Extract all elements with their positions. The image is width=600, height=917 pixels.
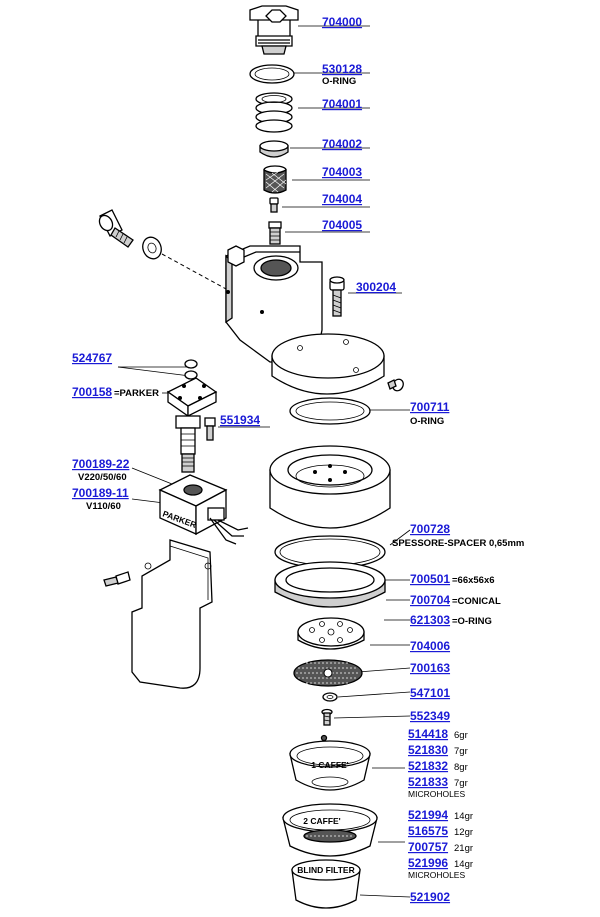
note-700501: =66x56x6 — [452, 575, 495, 586]
part-700189-coil: PARKER — [158, 474, 249, 545]
double-basket-label: 2 CAFFE' — [303, 816, 340, 826]
note-700704: =CONICAL — [452, 596, 501, 607]
link-530128[interactable]: 530128 — [322, 62, 362, 76]
sub-521996: MICROHOLES — [408, 870, 465, 880]
link-521832[interactable]: 521832 — [408, 759, 448, 773]
single-basket-label: 1 CAFFE' — [311, 760, 348, 770]
link-621303[interactable]: 621303 — [410, 613, 450, 627]
note-700728: SPESSORE-SPACER 0,65mm — [392, 538, 524, 549]
part-704001-spring — [255, 92, 293, 133]
assembly-axis-line — [161, 253, 229, 291]
link-514418[interactable]: 514418 — [408, 727, 448, 741]
side-bolt — [98, 209, 134, 248]
blind-filter: BLIND FILTER — [291, 859, 361, 909]
link-300204[interactable]: 300204 — [356, 280, 396, 294]
link-704002[interactable]: 704002 — [322, 137, 362, 151]
note-621303: =O-RING — [452, 616, 492, 627]
link-704006[interactable]: 704006 — [410, 639, 450, 653]
link-704004[interactable]: 704004 — [322, 192, 362, 206]
note-516575: 12gr — [454, 827, 473, 838]
link-521996[interactable]: 521996 — [408, 856, 448, 870]
note-521994: 14gr — [454, 811, 473, 822]
link-547101[interactable]: 547101 — [410, 686, 450, 700]
link-700757[interactable]: 700757 — [408, 840, 448, 854]
flange-plate — [271, 333, 385, 395]
part-704004-pin — [269, 197, 279, 213]
part-704003-mesh — [263, 165, 287, 194]
part-704002-cap — [259, 140, 289, 158]
distribution-block — [269, 445, 391, 529]
link-524767[interactable]: 524767 — [72, 351, 112, 365]
part-700711-o-ring — [289, 397, 371, 425]
note-521832: 8gr — [454, 762, 468, 773]
link-521994[interactable]: 521994 — [408, 808, 448, 822]
note-514418: 6gr — [454, 730, 468, 741]
part-704005-nipple — [268, 221, 282, 245]
note-700158: =PARKER — [114, 388, 159, 399]
note-700711: O-RING — [410, 416, 444, 427]
note-530128: O-RING — [322, 76, 356, 87]
note-700189-22: V220/50/60 — [78, 472, 127, 483]
link-521902[interactable]: 521902 — [410, 890, 450, 904]
note-700189-11: V110/60 — [86, 501, 121, 512]
part-524767-o-rings — [184, 359, 198, 380]
cover-plate — [103, 539, 213, 689]
link-700704[interactable]: 700704 — [410, 593, 450, 607]
part-551934-screw — [204, 417, 216, 441]
note-521833: 7gr — [454, 778, 468, 789]
link-516575[interactable]: 516575 — [408, 824, 448, 838]
side-washer — [142, 236, 162, 260]
filter-basket-double: 2 CAFFE' — [282, 803, 378, 857]
part-number-labels: 704000 530128 O-RING 704001 704002 70400… — [72, 15, 524, 904]
flange-screw — [387, 378, 404, 392]
note-700757: 21gr — [454, 843, 473, 854]
link-521830[interactable]: 521830 — [408, 743, 448, 757]
link-704005[interactable]: 704005 — [322, 218, 362, 232]
part-700501-gasket — [274, 561, 386, 608]
link-521833[interactable]: 521833 — [408, 775, 448, 789]
link-700158[interactable]: 700158 — [72, 385, 112, 399]
link-551934[interactable]: 551934 — [220, 413, 260, 427]
part-552349-screw — [321, 708, 333, 726]
part-704000-nut — [249, 5, 299, 55]
link-700189-11[interactable]: 700189-11 — [72, 486, 129, 500]
link-700728[interactable]: 700728 — [410, 522, 450, 536]
filter-basket-single: 1 CAFFE' — [289, 734, 371, 791]
note-521996: 14gr — [454, 859, 473, 870]
link-704003[interactable]: 704003 — [322, 165, 362, 179]
link-700189-22[interactable]: 700189-22 — [72, 457, 130, 471]
part-547101-washer — [322, 692, 338, 702]
part-700163-shower-screen — [293, 659, 363, 687]
part-530128-o-ring — [249, 64, 295, 84]
link-700711[interactable]: 700711 — [410, 400, 450, 414]
note-521830: 7gr — [454, 746, 468, 757]
link-704001[interactable]: 704001 — [322, 97, 362, 111]
link-700501[interactable]: 700501 — [410, 572, 450, 586]
part-704006-shower-holder — [297, 617, 365, 650]
link-700163[interactable]: 700163 — [410, 661, 450, 675]
link-704000[interactable]: 704000 — [322, 15, 362, 29]
sub-521833: MICROHOLES — [408, 789, 465, 799]
link-552349[interactable]: 552349 — [410, 709, 450, 723]
part-700158-solenoid-valve — [166, 377, 218, 473]
blind-filter-label: BLIND FILTER — [297, 865, 354, 875]
part-300204-screw — [329, 276, 345, 317]
